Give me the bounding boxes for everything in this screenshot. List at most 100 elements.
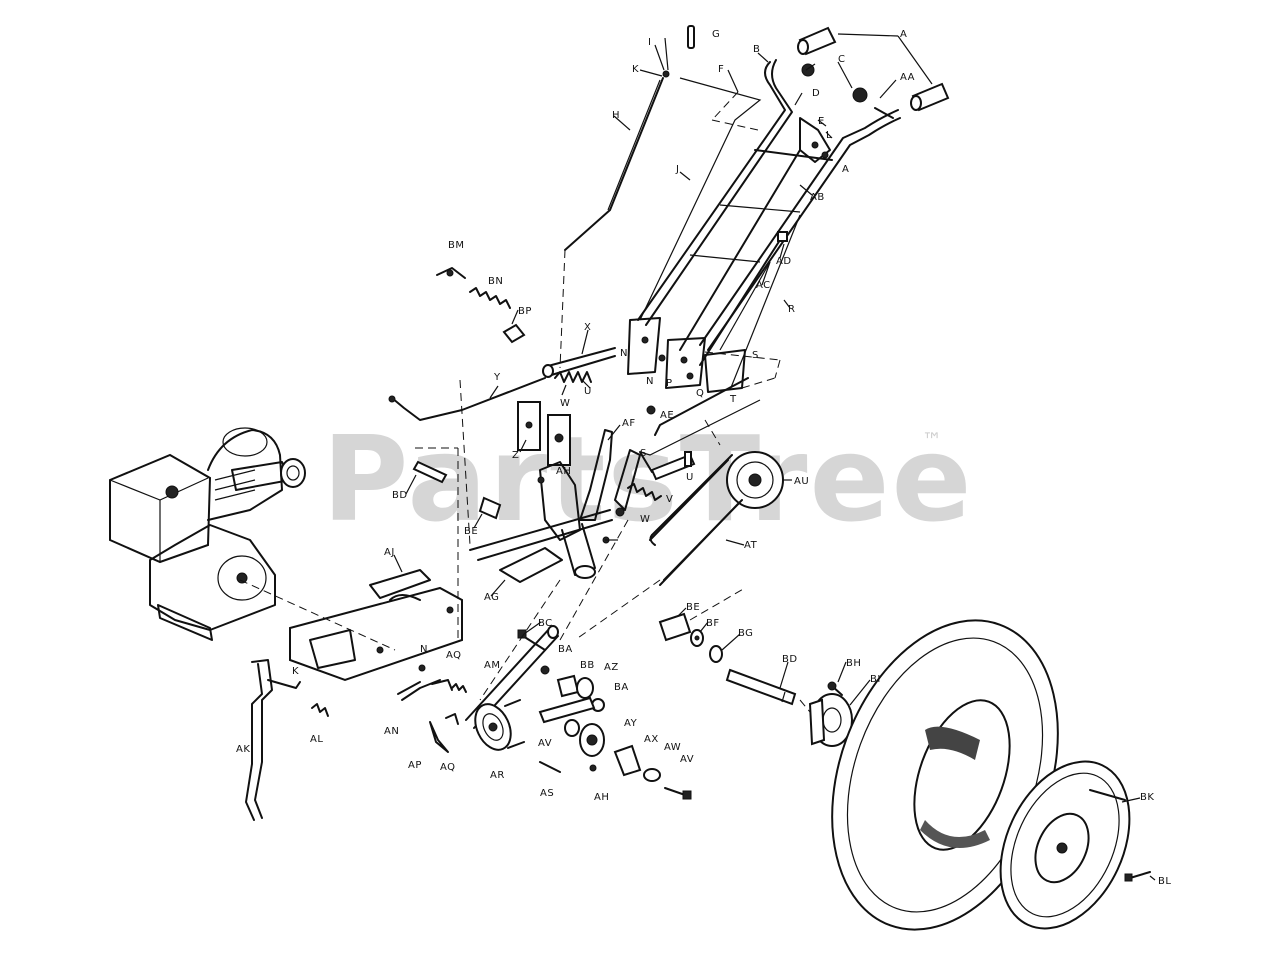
- part-label-t: T: [729, 394, 737, 405]
- part-label-ap: AP: [408, 760, 422, 771]
- bolt-u[interactable]: [684, 451, 692, 467]
- bushing-be-upper[interactable]: [478, 496, 502, 520]
- partstree-watermark: PartsTree: [322, 410, 974, 548]
- part-label-q: Q: [696, 388, 704, 399]
- bolt-bc[interactable]: [522, 635, 546, 651]
- part-label-d: D: [812, 88, 820, 99]
- bushing-be-lower[interactable]: [658, 612, 692, 642]
- axle-tube-ag[interactable]: [499, 547, 563, 583]
- shaft-bd-upper[interactable]: [412, 460, 448, 484]
- part-label-h: H: [612, 110, 620, 121]
- part-label-ae: AE: [660, 410, 674, 421]
- shift-rod-t[interactable]: [654, 377, 749, 436]
- leader-lines: [393, 33, 1156, 881]
- pulley-ar[interactable]: [468, 698, 525, 755]
- clutch-rod-x[interactable]: [547, 347, 616, 367]
- drive-pulley-group: [649, 451, 784, 586]
- part-label-n2: N: [646, 376, 654, 387]
- axle-shaft-bd[interactable]: [725, 668, 797, 706]
- part-label-y: Y: [493, 372, 501, 383]
- part-label-f: F: [718, 64, 724, 75]
- part-label-k1: K: [632, 64, 639, 75]
- bracket-aq-lower[interactable]: [445, 713, 459, 725]
- shift-lever-ak[interactable]: [245, 659, 301, 821]
- part-label-bi: BI: [870, 674, 881, 685]
- rod-r[interactable]: [729, 214, 801, 391]
- part-label-e: E: [818, 116, 825, 127]
- clutch-plate-group: [469, 401, 641, 583]
- bushing-bb[interactable]: [556, 674, 580, 698]
- part-label-bd1: BD: [392, 490, 408, 501]
- handle-bar-right[interactable]: [699, 109, 899, 346]
- shift-rod-ab[interactable]: [679, 149, 801, 351]
- frame-plate-aj[interactable]: [289, 569, 463, 682]
- part-label-c: C: [838, 54, 845, 65]
- handle-mount-right[interactable]: [665, 337, 706, 389]
- part-label-x: X: [584, 322, 591, 333]
- pin-s[interactable]: [639, 451, 653, 473]
- washer-ba-upper[interactable]: [540, 665, 550, 675]
- part-label-ak: AK: [236, 744, 250, 755]
- hub-bi[interactable]: [808, 693, 853, 747]
- hub-hardware-group: [539, 719, 692, 800]
- part-label-w1: W: [560, 398, 570, 409]
- wheel-rim-bk[interactable]: [975, 741, 1155, 950]
- part-label-bm: BM: [448, 240, 465, 251]
- part-label-bg: BG: [738, 628, 753, 639]
- bracket-plate[interactable]: [538, 696, 596, 724]
- shift-rod-ac[interactable]: [699, 239, 781, 366]
- part-label-av1: AV: [538, 738, 552, 749]
- shift-bracket-s[interactable]: [704, 349, 746, 393]
- part-label-a2: A: [842, 164, 849, 175]
- handle-grip-left[interactable]: [797, 26, 837, 56]
- washer-bg[interactable]: [709, 645, 723, 663]
- handle-mount-left[interactable]: [627, 317, 661, 375]
- idler-arm-af[interactable]: [579, 429, 613, 521]
- part-label-aq2: AQ: [440, 762, 456, 773]
- spring-bn[interactable]: [469, 287, 511, 309]
- control-rod-h[interactable]: [564, 77, 664, 251]
- key-as[interactable]: [539, 761, 561, 773]
- part-label-j: J: [675, 164, 679, 175]
- clip-ad[interactable]: [777, 231, 788, 242]
- part-label-aa: AA: [900, 72, 915, 83]
- part-label-bn: BN: [488, 276, 503, 287]
- wheel-axle-group: [658, 612, 797, 706]
- part-label-au: AU: [794, 476, 809, 487]
- bearing-az[interactable]: [576, 677, 594, 699]
- spacer-ax[interactable]: [613, 744, 642, 777]
- nut-ae[interactable]: [646, 405, 656, 415]
- spring-w-lower[interactable]: [627, 483, 662, 501]
- nut-ah-lower[interactable]: [589, 764, 597, 772]
- part-label-l: L: [826, 130, 832, 141]
- part-label-bc: BC: [538, 618, 553, 629]
- trademark-symbol: ™: [922, 428, 942, 452]
- spring-al[interactable]: [311, 703, 329, 717]
- part-label-a1: A: [900, 29, 907, 40]
- lever-ap[interactable]: [429, 721, 449, 753]
- clutch-rod-group: [388, 347, 616, 421]
- control-cable-y[interactable]: [391, 377, 546, 421]
- control-rod-i[interactable]: [639, 77, 762, 321]
- sleeve-v[interactable]: [650, 453, 696, 481]
- bolt-bl[interactable]: [1129, 871, 1151, 879]
- bracket-aq-upper[interactable]: [431, 679, 453, 691]
- part-label-ay: AY: [624, 718, 638, 729]
- part-label-an: AN: [384, 726, 399, 737]
- handle-grip-right[interactable]: [910, 82, 950, 112]
- handle-knob-lower[interactable]: [852, 87, 868, 103]
- clip-bm[interactable]: [436, 267, 466, 279]
- clevis-pin-g[interactable]: [687, 25, 695, 49]
- handle-bar-left[interactable]: [637, 61, 786, 321]
- engine[interactable]: [109, 427, 306, 641]
- clip-bp[interactable]: [502, 323, 526, 344]
- washer-av-left[interactable]: [564, 719, 580, 737]
- part-label-k2: K: [292, 666, 299, 677]
- part-label-bb: BB: [580, 660, 595, 671]
- spring-w-upper[interactable]: [554, 371, 592, 383]
- handle-assembly: [564, 25, 950, 456]
- part-label-at: AT: [744, 540, 758, 551]
- part-label-ba2: BA: [614, 682, 629, 693]
- part-label-p: P: [666, 378, 673, 389]
- washer-aw[interactable]: [643, 768, 661, 782]
